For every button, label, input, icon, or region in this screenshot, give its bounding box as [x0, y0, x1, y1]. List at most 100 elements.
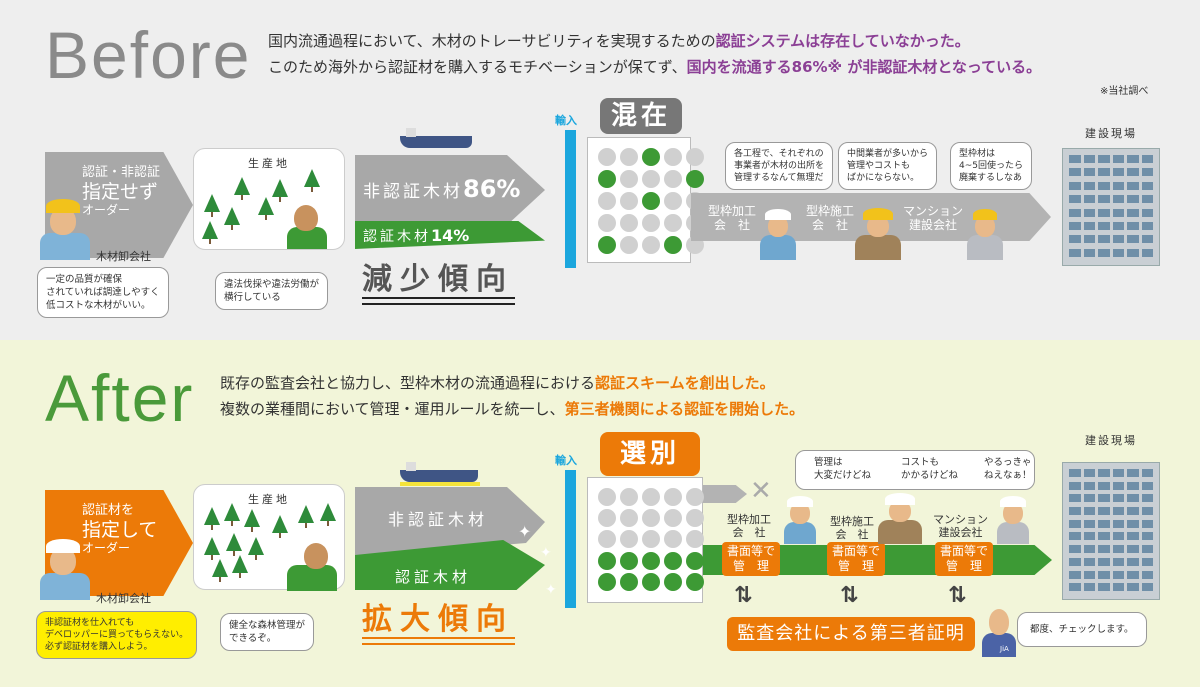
stage-bubble: 各工程で、それぞれの 事業者が木材の出所を 管理するなんて無理だ [725, 142, 834, 190]
building-window [1112, 195, 1124, 204]
noncert-label: 非認証木材86% [363, 175, 520, 203]
worker-person-icon [855, 205, 901, 260]
building-window [1098, 519, 1110, 528]
building-window [1112, 208, 1124, 217]
building-window [1098, 195, 1110, 204]
noncert-percent: 86% [463, 175, 521, 203]
worker-person-icon [878, 490, 922, 544]
certified-timber-dot [642, 572, 660, 591]
building-window [1112, 235, 1124, 244]
workers-bubble: 管理は 大変だけどね コストも かかるけどね やるっきゃ ねえなぁ！ [795, 450, 1035, 490]
exchange-arrows-icon: ⇅ [734, 583, 753, 608]
lead-emphasis: 国内を流通する86%※ が非認証木材となっている。 [686, 58, 1042, 76]
building-window [1069, 507, 1081, 516]
lead-emphasis: 認証システムは存在していなかった。 [715, 32, 970, 50]
tree-icon [258, 197, 274, 220]
noncertified-timber-dot [664, 148, 682, 166]
tree-icon [202, 221, 218, 244]
auditor-bubble: 都度、チェックします。 [1017, 612, 1147, 647]
building-window [1083, 570, 1095, 579]
building-window [1127, 181, 1139, 190]
building-window [1098, 168, 1110, 177]
building-window [1112, 545, 1124, 554]
import-bar [565, 130, 576, 268]
building-window [1112, 507, 1124, 516]
noncertified-timber-dot [686, 488, 704, 506]
certified-timber-dot [664, 236, 682, 254]
bubble-text: やるっきゃ ねえなぁ！ [984, 457, 1032, 481]
noncertified-timber-dot [642, 509, 660, 528]
building-window [1141, 248, 1153, 257]
building-window [1112, 481, 1124, 490]
building-window [1098, 155, 1110, 163]
building-window [1069, 532, 1081, 541]
manage-box: 書面等で 管 理 [827, 542, 885, 576]
stage-label: マンション 建設会社 [933, 513, 988, 539]
building-window [1127, 545, 1139, 554]
building-window [1141, 532, 1153, 541]
building-window [1083, 235, 1095, 244]
certified-timber-dot [642, 192, 660, 210]
exchange-arrows-icon: ⇅ [948, 583, 967, 608]
building-window [1069, 181, 1081, 190]
tree-icon [204, 507, 220, 530]
wholesaler-person-icon [38, 195, 98, 260]
trend-label: 拡大傾向 [362, 602, 514, 637]
sparkle-icon: ✦ [545, 582, 557, 598]
noncertified-timber-dot [642, 236, 660, 254]
stage-bubble: 型枠材は 4~5回使ったら 廃棄するしなあ [950, 142, 1032, 190]
construction-site-label: 建設現場 [1085, 434, 1137, 447]
building-window [1083, 583, 1095, 592]
building-window [1069, 248, 1081, 257]
certified-timber-dot [598, 236, 616, 254]
audit-certification-box: 監査会社による第三者証明 [727, 617, 975, 651]
certified-timber-dot [642, 148, 660, 166]
cert-label: 認証木材14% [363, 226, 469, 246]
certified-timber-dot [598, 170, 616, 188]
bubble-text: 管理は 大変だけどね [814, 457, 872, 481]
tree-icon [204, 194, 220, 217]
building-window [1083, 155, 1095, 163]
building-window [1127, 248, 1139, 257]
wholesaler-bubble: 非認証材を仕入れても デベロッパーに買ってもらえない。 必ず認証材を購入しよう。 [36, 611, 198, 659]
building-window [1083, 519, 1095, 528]
noncertified-timber-dot [664, 192, 682, 210]
certified-timber-dot [686, 551, 704, 570]
lead-emphasis: 認証スキームを創出した。 [595, 374, 775, 392]
site-bubble: 違法伐採や違法労働が 横行している [215, 272, 329, 310]
ship-icon [400, 128, 472, 148]
exchange-arrows-icon: ⇅ [840, 583, 859, 608]
building-window [1141, 195, 1153, 204]
cert-label: 認証木材 [395, 568, 472, 586]
tree-icon [298, 505, 314, 528]
building-window [1127, 570, 1139, 579]
bubble-text: コストも かかるけどね [901, 457, 959, 481]
building-window [1098, 208, 1110, 217]
noncertified-timber-dot [620, 192, 638, 210]
noncertified-timber-dot [598, 214, 616, 232]
noncert-label: 非認証木材 [388, 510, 489, 529]
import-bar [565, 470, 576, 608]
building-window [1112, 532, 1124, 541]
stage-label: マンション 建設会社 [903, 204, 964, 232]
building-window [1083, 481, 1095, 490]
forester-person-icon [282, 535, 342, 591]
site-title: 生産地 [248, 493, 290, 506]
building-window [1127, 481, 1139, 490]
building-window [1098, 494, 1110, 503]
building-icon [1062, 148, 1160, 266]
noncert-text: 非認証木材 [363, 182, 463, 202]
stage-label: 型枠施工 会 社 [806, 204, 855, 232]
building-window [1098, 507, 1110, 516]
building-window [1069, 195, 1081, 204]
building-window [1141, 583, 1153, 592]
stage-label: 型枠施工 会 社 [830, 515, 874, 541]
survey-note: ※当社調べ [1100, 86, 1149, 97]
certified-timber-dot [598, 572, 616, 591]
worker-person-icon [758, 205, 798, 260]
cert-text: 認証木材 [363, 229, 431, 245]
building-window [1127, 221, 1139, 230]
building-window [1112, 557, 1124, 566]
building-window [1141, 181, 1153, 190]
building-window [1069, 519, 1081, 528]
